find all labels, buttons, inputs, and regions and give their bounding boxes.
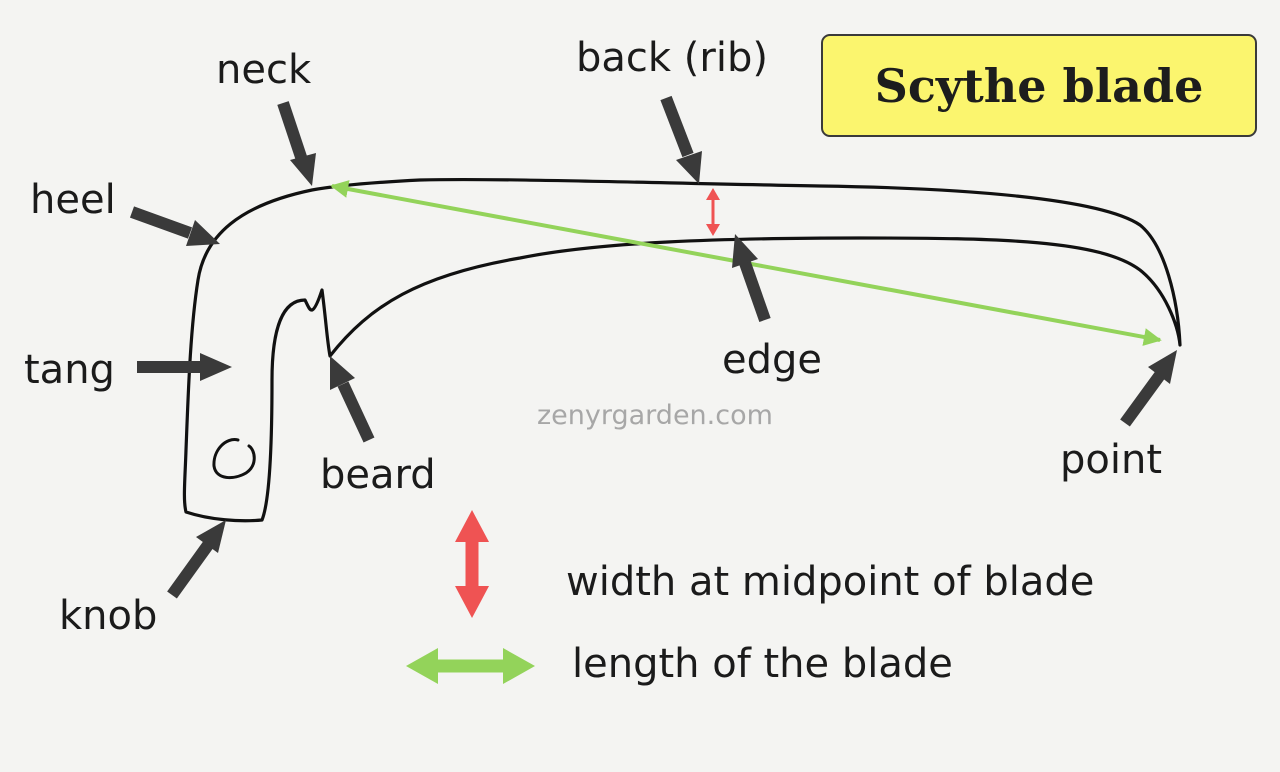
watermark: zenyrgarden.com <box>537 400 773 431</box>
label-tang: tang <box>24 347 115 393</box>
width-measure-arrow <box>706 188 720 236</box>
diagram-title: Scythe blade <box>874 58 1204 113</box>
point-pointer-arrow <box>1120 350 1177 427</box>
label-edge: edge <box>722 337 822 383</box>
label-neck: neck <box>216 47 312 93</box>
heel-pointer-arrow <box>129 206 220 246</box>
legend-length-icon <box>406 648 535 684</box>
label-point: point <box>1060 437 1163 483</box>
label-knob: knob <box>59 593 158 639</box>
neck-pointer-arrow <box>277 101 316 186</box>
legend-width-icon <box>455 510 489 618</box>
legend-length-label: length of the blade <box>572 641 953 687</box>
knob-pointer-arrow <box>167 520 226 599</box>
title-box: Scythe blade <box>821 34 1257 137</box>
edge-pointer-arrow <box>732 234 771 322</box>
label-beard: beard <box>320 452 436 498</box>
knob-hole <box>212 438 256 480</box>
beard-pointer-arrow <box>330 356 375 443</box>
tang-pointer-arrow <box>137 353 232 381</box>
label-back: back (rib) <box>576 35 768 81</box>
back-pointer-arrow <box>660 95 702 184</box>
label-heel: heel <box>30 177 116 223</box>
legend-width-label: width at midpoint of blade <box>566 559 1095 605</box>
